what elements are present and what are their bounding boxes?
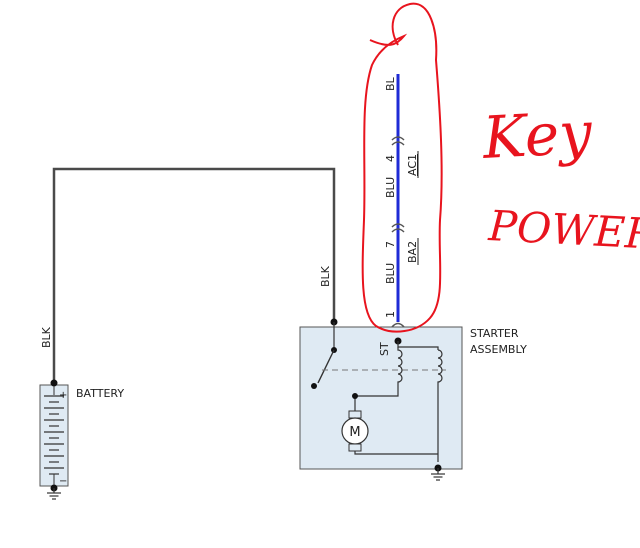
blue-low-wire-label: BLU: [384, 263, 397, 284]
starter-title-line2: ASSEMBLY: [470, 343, 527, 356]
connector-ac1-pin: 4: [384, 155, 397, 162]
starter-pin-label: 1: [384, 311, 397, 318]
annotation-key-text: Key: [480, 98, 595, 172]
starter-title-line1: STARTER: [470, 327, 519, 340]
connector-starter-symbol: [391, 322, 405, 328]
connector-ba2-symbol: [391, 223, 405, 233]
connector-ac1-symbol: [391, 136, 405, 146]
motor-brush-top: [348, 410, 362, 419]
battery-ground-icon: [47, 488, 61, 500]
starter-ground-icon: [431, 468, 445, 481]
starter-switch-blade: [317, 349, 335, 384]
blue-mid-wire-label: BLU: [384, 177, 397, 198]
hold-in-coil: [437, 349, 443, 462]
battery-wire-label: BLK: [40, 326, 53, 348]
battery-plus-sign: +: [59, 390, 67, 401]
starter-wire-label: BLK: [319, 265, 332, 287]
starter-switch-bottom-contact: [311, 383, 317, 389]
connector-ac1-name: AC1: [406, 154, 419, 176]
battery-minus-sign: −: [59, 476, 67, 487]
battery-label: BATTERY: [76, 387, 124, 400]
annotation-loop: [361, 2, 443, 333]
connector-ba2-name: BA2: [406, 241, 419, 263]
motor-brush-bottom: [348, 443, 362, 452]
motor-junction: [352, 393, 358, 399]
st-terminal-label: ST: [378, 342, 391, 356]
pull-in-coil: [397, 347, 403, 390]
connector-ba2-pin: 7: [384, 241, 397, 248]
battery-positive-terminal: [50, 379, 58, 387]
starter-assembly: ST M STARTER ASSEMBLY: [299, 322, 527, 481]
motor-label: M: [349, 425, 360, 440]
battery: + − BATTERY: [39, 379, 124, 500]
battery-cells: [44, 395, 64, 475]
blue-top-wire-label: BL: [384, 76, 397, 91]
battery-starter-wire: [52, 167, 336, 383]
starter-body: [299, 326, 463, 470]
annotation-power-text: POWER: [486, 201, 640, 259]
